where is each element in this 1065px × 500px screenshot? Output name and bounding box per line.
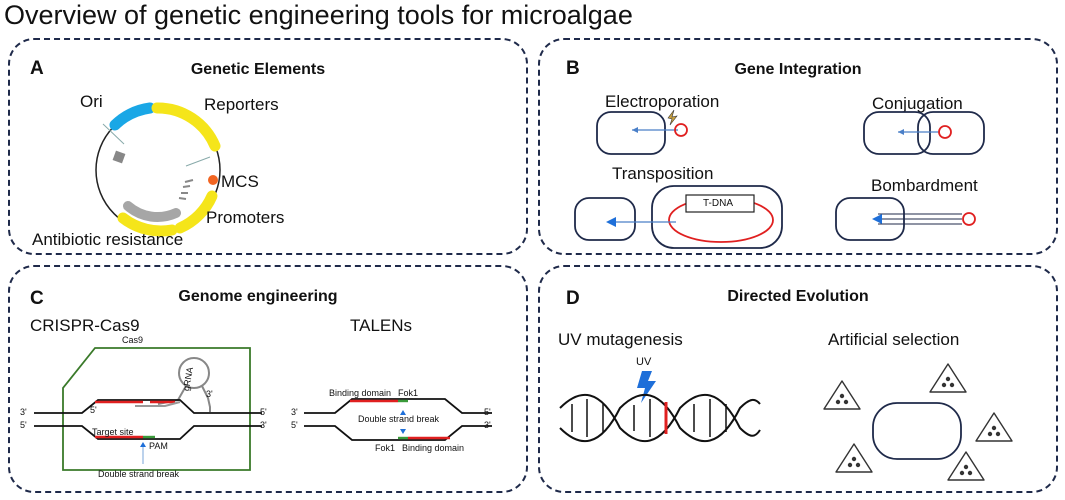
crispr-3prime-right: 3' [260,420,267,430]
ori-segment [109,102,156,131]
crispr-top-strand [34,399,262,414]
crispr-5prime-inner: 5' [90,405,97,415]
promoters-label: Promoters [206,208,285,227]
transposition-label: Transposition [612,164,714,183]
electroporation-plasmid [674,123,688,137]
antibiotic-segment [117,212,178,237]
talens-dsb-label: Double strand break [358,414,440,424]
panel-genetic-elements [8,38,528,255]
mcs-site [208,175,218,185]
conjugation-cell-right [917,111,985,155]
panel-directed-evolution [538,265,1058,493]
hazard-icon-5 [947,451,985,481]
hazard-icon-3 [975,412,1013,442]
lightning-icon [667,109,678,126]
dna-strand-1 [559,393,761,443]
crispr-5prime-left: 5' [20,420,27,430]
conjugation-cell-left [863,111,931,155]
talens-bottom-strand [304,425,492,441]
reporters-segment [151,102,221,152]
electroporation-arrowhead [632,127,638,133]
talens-fok1-bottom: Fok1 [375,443,396,453]
uv-mutagenesis-title: UV mutagenesis [558,330,683,349]
ori-label: Ori [80,92,103,111]
electroporation-cell [596,111,666,155]
grna-pairing [135,401,181,407]
crispr-5prime-right: 5' [260,407,267,417]
panel-a-heading: Genetic Elements [190,61,326,78]
talens-3prime-left: 3' [291,407,298,417]
cas9-outline [62,347,251,471]
panel-b-heading: Gene Integration [734,61,862,78]
talens-fok1-top: Fok1 [398,388,419,398]
panel-letter-b: B [566,58,580,79]
hazard-icon-2 [929,363,967,393]
uv-lightning-icon [637,371,656,403]
antibiotic-label: Antibiotic resistance [32,230,184,249]
conjugation-label: Conjugation [872,94,963,113]
grna-loop [178,357,210,389]
tdna-label: T-DNA [703,198,733,209]
hazard-icon-1 [823,380,861,410]
talens-binding-top: Binding domain [329,388,392,398]
hazard-icon-4 [835,443,873,473]
panel-c-heading: Genome engineering [178,288,338,305]
reporters-connector [185,156,211,167]
crispr-dsb-label: Double strand break [98,469,180,479]
transposition-arrowhead [606,217,616,227]
conjugation-plasmid [938,125,952,139]
selection-cell [872,402,962,460]
pam-label: PAM [149,441,168,451]
uv-label: UV [636,356,652,368]
conjugation-arrowhead [898,129,904,135]
artificial-selection-title: Artificial selection [828,330,960,349]
cas9-label: Cas9 [122,335,144,345]
talens-5prime-right: 5' [484,407,491,417]
dna-strand-2 [559,393,761,443]
agrobacterium-cell [651,185,783,249]
panel-gene-integration [538,38,1058,255]
crispr-3prime-left: 3' [20,407,27,417]
ori-connector [102,123,125,145]
talens-title: TALENs [350,316,413,335]
electroporation-label: Electroporation [605,92,720,111]
tdna-box [685,194,755,213]
bombardment-label: Bombardment [871,176,978,195]
talens-5prime-left: 5' [291,420,298,430]
small-gray-marks [178,179,194,200]
talens-3prime-right: 3' [484,420,491,430]
talens-binding-bottom: Binding domain [402,443,465,453]
talens-top-strand [304,398,492,414]
crispr-title: CRISPR-Cas9 [30,316,140,335]
panel-letter-d: D [566,288,580,309]
figure-title: Overview of genetic engineering tools fo… [4,0,633,30]
transposition-recipient-cell [574,197,636,241]
panel-d-heading: Directed Evolution [727,288,869,305]
grna-3prime: 3' [206,389,213,399]
reporters-label: Reporters [204,95,279,114]
panel-genome-engineering [8,265,528,493]
inner-gray-feature [123,201,181,222]
talens-dsb-up [400,410,406,415]
target-site-label: Target site [92,427,134,437]
panel-letter-a: A [30,58,44,79]
mcs-label: MCS [221,172,259,191]
talens-dsb-down [400,429,406,434]
bombardment-arrowhead [872,214,882,224]
crispr-bottom-strand [34,425,262,440]
crispr-dsb-arrowhead [140,442,146,447]
promoters-segment [174,190,218,234]
bombardment-particle [962,212,976,226]
panel-letter-c: C [30,288,44,309]
gray-block [112,150,126,164]
